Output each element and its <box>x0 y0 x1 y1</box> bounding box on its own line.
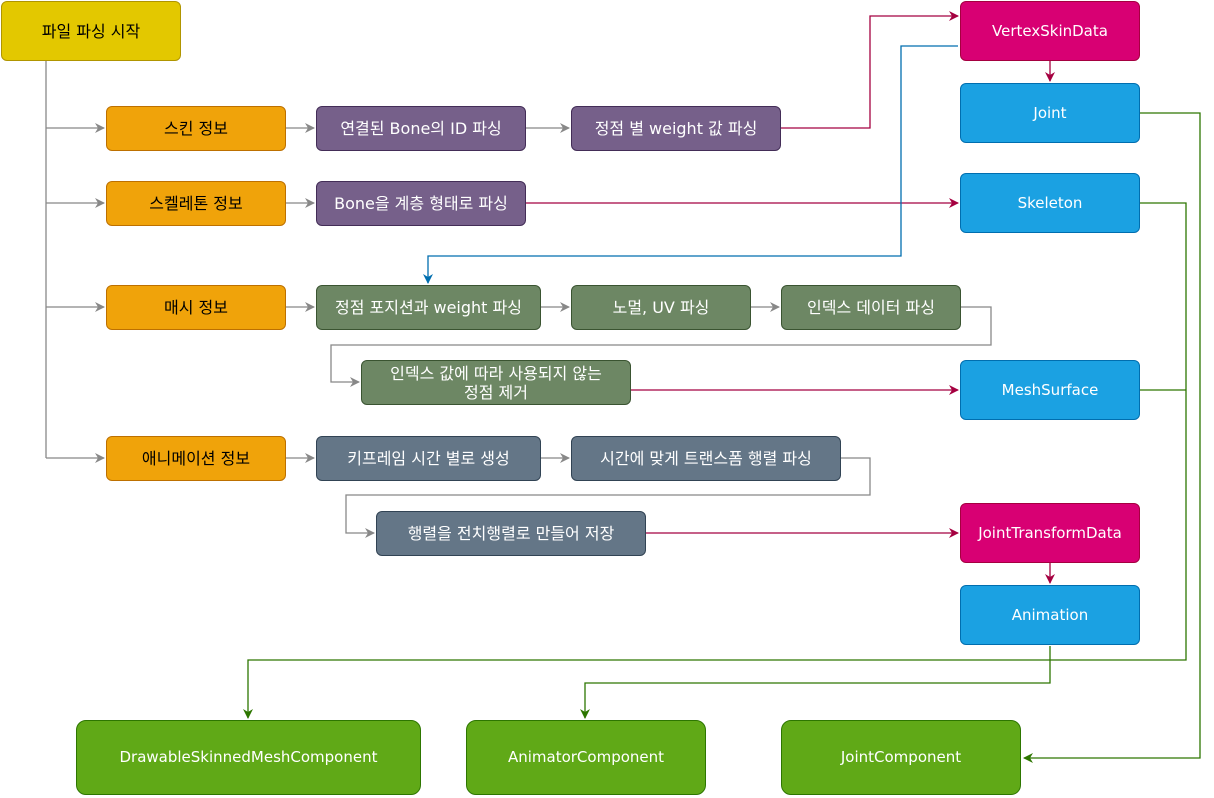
keyframe-generate-node: 키프레임 시간 별로 생성 <box>316 436 541 481</box>
joint-component-node: JointComponent <box>781 720 1021 795</box>
animator-component-node: AnimatorComponent <box>466 720 706 795</box>
mesh-info-node: 매시 정보 <box>106 285 286 330</box>
parse-position-weight-node: 정점 포지션과 weight 파싱 <box>316 285 541 330</box>
remove-unused-vertex-node: 인덱스 값에 따라 사용되지 않는 정점 제거 <box>361 360 631 405</box>
parse-bone-id-node: 연결된 Bone의 ID 파싱 <box>316 106 526 151</box>
edge-skeleton-to-drawable <box>243 202 1187 719</box>
skeleton-node: Skeleton <box>960 173 1140 233</box>
vertex-skin-data-node: VertexSkinData <box>960 1 1140 61</box>
parse-weight-node: 정점 별 weight 값 파싱 <box>571 106 781 151</box>
skin-info-node: 스킨 정보 <box>106 106 286 151</box>
remove-unused-line-1: 인덱스 값에 따라 사용되지 않는 <box>390 363 602 383</box>
parse-bone-hierarchy-node: Bone을 계층 형태로 파싱 <box>316 181 526 226</box>
animation-node: Animation <box>960 585 1140 645</box>
drawable-skinned-mesh-component-node: DrawableSkinnedMeshComponent <box>76 720 421 795</box>
edge-transform-to-save <box>345 457 871 538</box>
animation-info-node: 애니메이션 정보 <box>106 436 286 481</box>
edge-weight-to-vertexskindata <box>781 11 959 129</box>
mesh-surface-node: MeshSurface <box>960 360 1140 420</box>
skeleton-info-node: 스켈레톤 정보 <box>106 181 286 226</box>
joint-node: Joint <box>960 83 1140 143</box>
parse-transform-node: 시간에 맞게 트랜스폼 행렬 파싱 <box>571 436 841 481</box>
remove-unused-line-2: 정점 제거 <box>464 382 528 402</box>
parse-normal-uv-node: 노멀, UV 파싱 <box>571 285 751 330</box>
edge-index-to-remove <box>330 306 992 387</box>
edge-joint-to-jointcomponent <box>1023 112 1201 763</box>
edge-animation-to-animatorcomponent <box>580 646 1051 719</box>
joint-transform-data-node: JointTransformData <box>960 503 1140 563</box>
parse-index-node: 인덱스 데이터 파싱 <box>781 285 961 330</box>
save-transposed-node: 행렬을 전치행렬로 만들어 저장 <box>376 511 646 556</box>
edge-vertexskindata-to-posweight <box>423 45 958 284</box>
start-node: 파일 파싱 시작 <box>1 1 181 61</box>
